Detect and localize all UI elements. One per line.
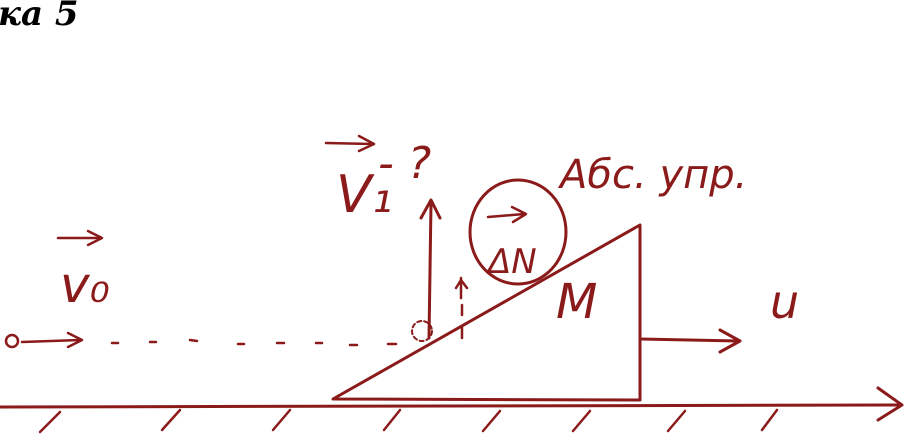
v1-question: - ? xyxy=(378,138,431,189)
impact-note: Абс. упр. xyxy=(557,152,747,198)
v0-vector-arrow xyxy=(56,229,104,247)
velocity-u-arrow xyxy=(638,328,742,354)
trajectory-dots xyxy=(110,338,398,347)
v1-vector-arrow xyxy=(324,134,376,153)
delta-n-circle xyxy=(468,178,568,286)
v1-label: V₁ xyxy=(336,165,392,225)
ball xyxy=(4,333,20,349)
wedge xyxy=(331,223,642,402)
v0-label: v₀ xyxy=(60,256,110,314)
ground-hatching xyxy=(38,408,779,434)
title-heading: ка 5 xyxy=(0,0,79,34)
normal-dashes xyxy=(454,276,469,340)
velocity-v1-arrow xyxy=(419,198,442,340)
ball-motion-arrow xyxy=(20,331,84,349)
ground-line xyxy=(0,386,904,422)
mass-label: M xyxy=(556,274,597,330)
delta-n-label: ΔN xyxy=(485,242,537,282)
ball-impact xyxy=(411,320,433,342)
velocity-u-label: u xyxy=(770,275,799,329)
